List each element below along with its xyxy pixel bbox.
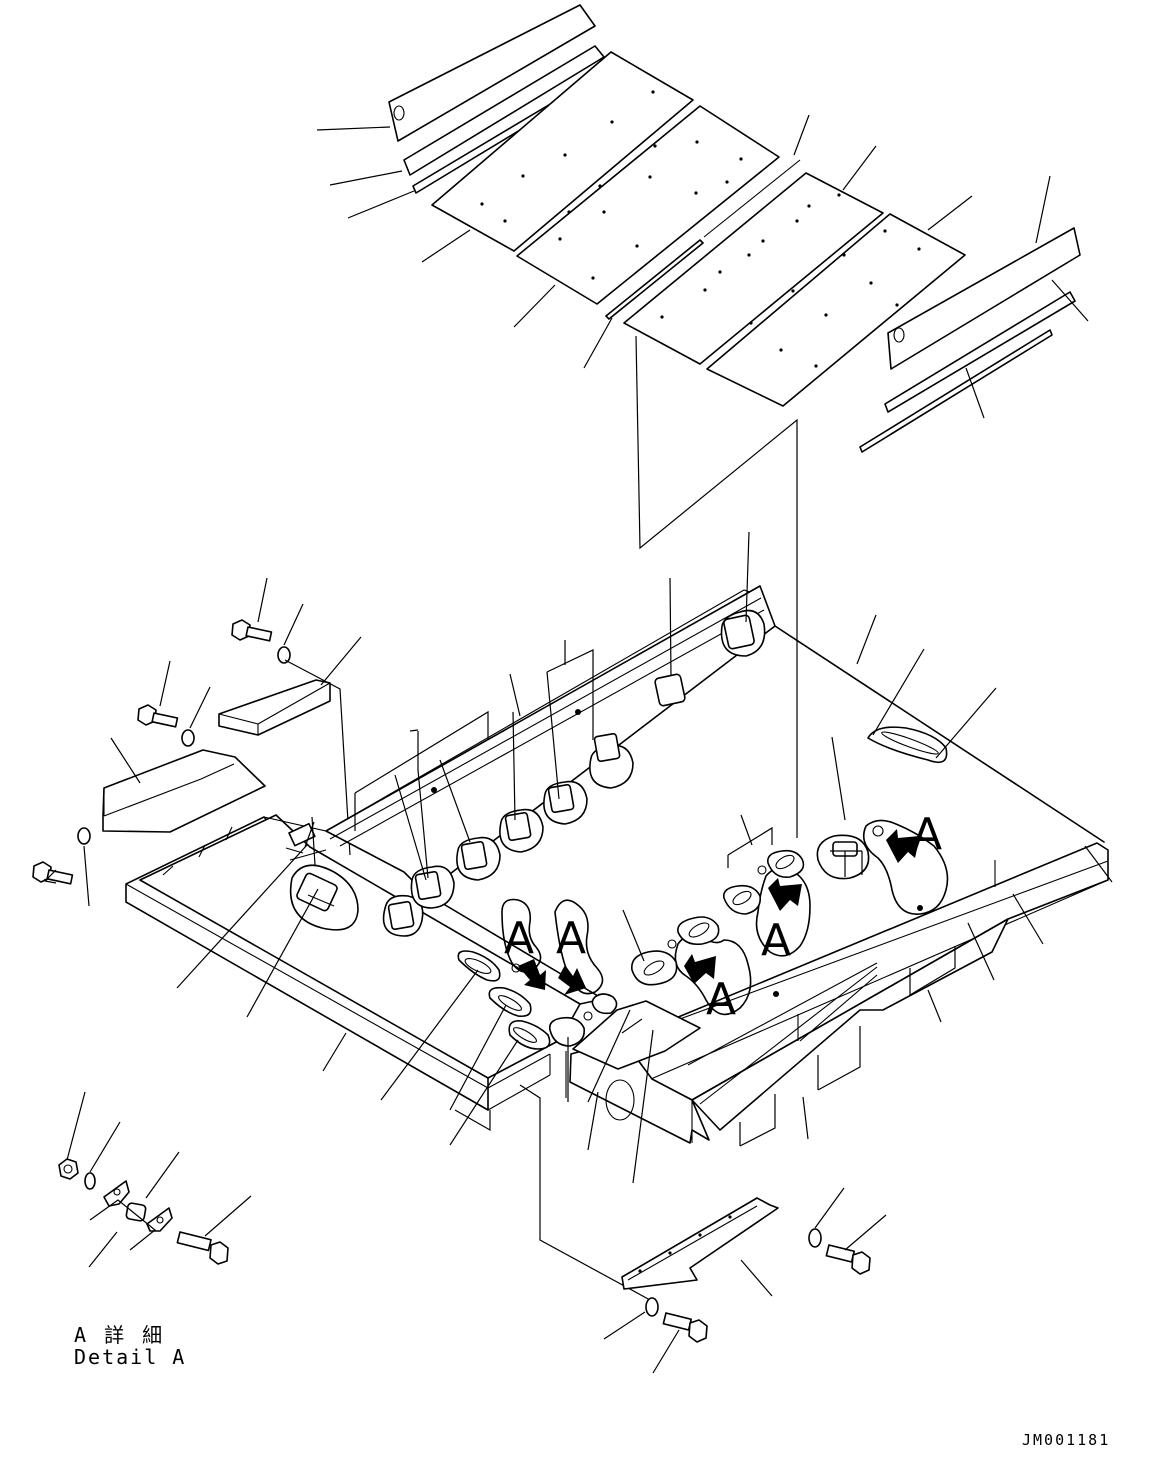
floor-slots [457, 726, 948, 1050]
washer-icon [84, 1172, 96, 1190]
center-block [572, 1000, 701, 1070]
washer-icon [277, 646, 291, 664]
detail-title-jp: A 詳 細 [74, 1323, 166, 1347]
frame-right-skirt [691, 918, 1009, 1131]
seal-pad [456, 836, 501, 881]
lock-tab-icon [103, 1180, 130, 1207]
seal-pads [289, 609, 766, 937]
callout-label: A [556, 913, 586, 964]
left-hardware [32, 577, 362, 907]
washer-icon [808, 1228, 822, 1248]
frame-back-wall [325, 585, 776, 894]
bolt-icon [662, 1312, 708, 1343]
right-side-plate [887, 227, 1081, 370]
bolt-icon [32, 861, 74, 885]
callout-label: A [761, 915, 791, 966]
drawing-number: JM001181 [1022, 1431, 1111, 1449]
bolt-icon [176, 1231, 229, 1265]
right-seal-strip [859, 329, 1053, 453]
detail-a-parts [58, 1091, 252, 1268]
cover-plate-holes [480, 90, 921, 368]
top-leader-lines [316, 114, 1089, 838]
arrow-icon [558, 965, 586, 995]
seal-pad [499, 808, 544, 853]
arrow-icon [684, 954, 716, 984]
bottom-plate [621, 1197, 779, 1290]
detail-a-callouts: A A A A A [501, 809, 949, 1025]
top-cover-assembly [316, 4, 1089, 838]
bolt-icon [137, 704, 179, 728]
plate-holes [638, 1215, 732, 1273]
bottom-plate-assembly [603, 1187, 887, 1374]
small-bracket [218, 679, 331, 736]
bolt-icon [825, 1244, 871, 1275]
bolt-icon [231, 619, 273, 642]
cover-plate-2 [516, 105, 780, 305]
left-angle-bracket [102, 749, 266, 833]
callout-label: A [706, 974, 736, 1025]
main-leader-lines [176, 531, 1113, 1301]
arrow-icon [518, 959, 546, 990]
washer-icon [77, 827, 91, 845]
seal-pad [543, 780, 588, 825]
frame-ribs [162, 822, 327, 876]
seal-pad [589, 732, 634, 789]
detail-title-en: Detail A [74, 1345, 187, 1369]
left-side-plate [388, 4, 596, 142]
detail-a-bubble [862, 819, 949, 915]
lock-tab-icon [146, 1207, 173, 1232]
callout-label: A [912, 809, 942, 860]
arrow-icon [886, 829, 920, 863]
washer-icon [645, 1297, 659, 1317]
seal-pad [720, 609, 766, 657]
cover-plate-3 [623, 172, 884, 365]
center-seal-strip [605, 239, 704, 320]
arrow-icon [768, 878, 802, 911]
spacer-icon [125, 1202, 147, 1222]
nut-icon [58, 1158, 79, 1180]
callout-label: A [504, 913, 534, 964]
right-strip [884, 291, 1076, 413]
washer-icon [181, 729, 195, 747]
seal-pad [654, 673, 686, 707]
seal-pad [410, 865, 455, 909]
seal-pad [382, 894, 424, 937]
cover-plate-4 [706, 213, 966, 407]
main-frame [125, 585, 1109, 1144]
detail-a-bubble [501, 898, 542, 973]
cover-plate-1 [431, 51, 694, 252]
